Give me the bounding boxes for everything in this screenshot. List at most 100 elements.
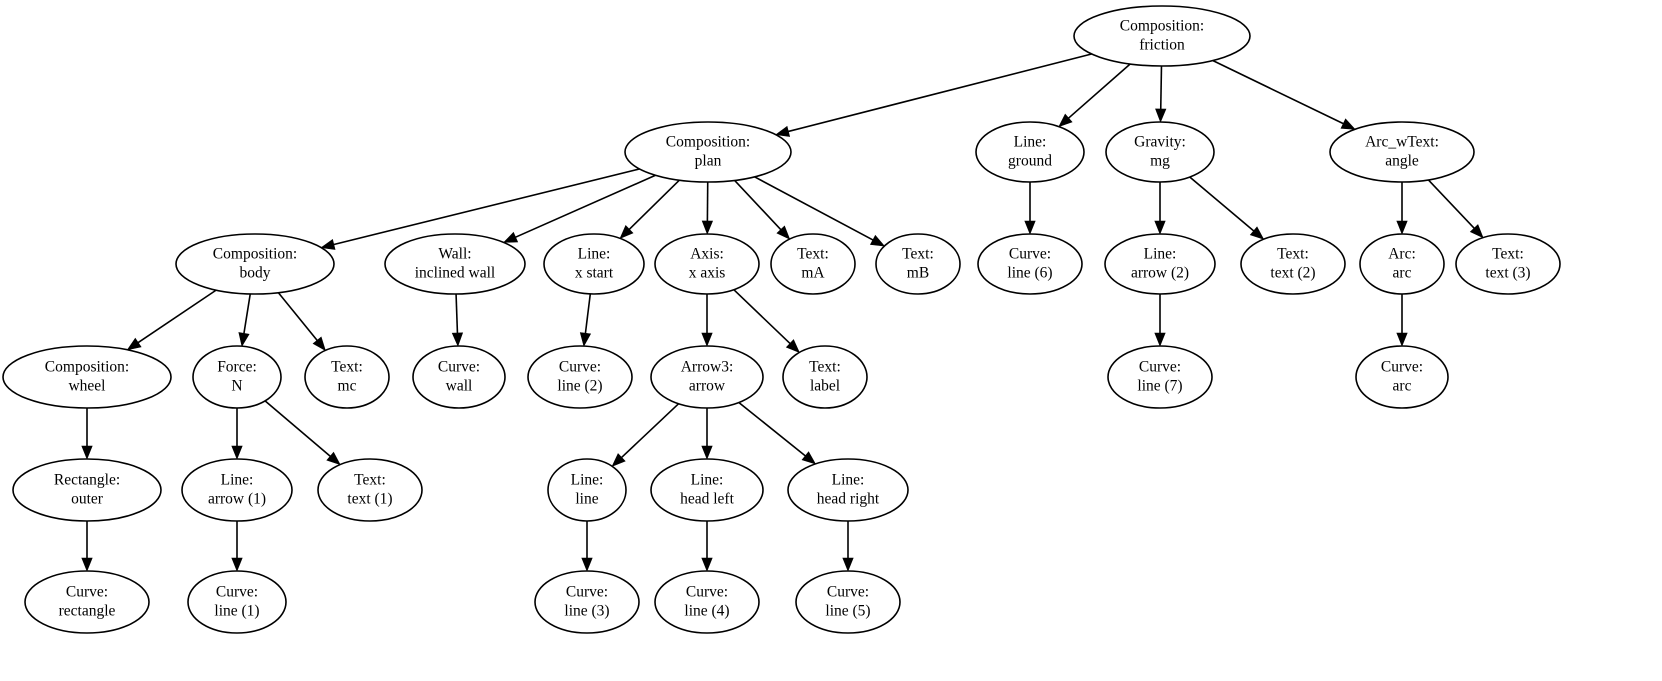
graph-node-N[interactable]: Force:N <box>192 345 282 409</box>
node-name-label-line2: line (2) <box>557 378 602 395</box>
arrow-head-icon <box>451 332 464 347</box>
node-type-label-N: Force: <box>217 359 257 376</box>
graph-node-mB[interactable]: Text:mB <box>875 233 961 295</box>
arrow-head-icon <box>326 451 341 466</box>
node-name-label-text1: text (1) <box>347 491 392 508</box>
graph-node-line3[interactable]: Curve:line (3) <box>534 570 640 634</box>
node-type-label-arrow1: Line: <box>221 472 254 489</box>
graph-node-wheel[interactable]: Composition:wheel <box>2 345 172 409</box>
arrow-head-icon <box>1154 332 1166 347</box>
node-ellipse-line6[interactable] <box>977 233 1083 295</box>
node-ellipse-line4[interactable] <box>654 570 760 634</box>
node-ellipse-mA[interactable] <box>770 233 856 295</box>
node-ellipse-x_start[interactable] <box>543 233 645 295</box>
node-ellipse-wall_curve[interactable] <box>412 345 506 409</box>
node-ellipse-arrow[interactable] <box>650 345 764 409</box>
node-name-label-label: label <box>810 378 840 395</box>
node-type-label-line1: Curve: <box>216 584 258 601</box>
graph-node-line_node[interactable]: Line:line <box>547 458 627 522</box>
graph-node-text1[interactable]: Text:text (1) <box>317 458 423 522</box>
node-ellipse-line2[interactable] <box>527 345 633 409</box>
graph-node-line1[interactable]: Curve:line (1) <box>187 570 287 634</box>
node-ellipse-text2[interactable] <box>1240 233 1346 295</box>
graph-node-arc_curve[interactable]: Curve:arc <box>1355 345 1449 409</box>
node-ellipse-label[interactable] <box>782 345 868 409</box>
edge-N-to-text1 <box>264 400 331 457</box>
graph-node-wall_curve[interactable]: Curve:wall <box>412 345 506 409</box>
graph-node-inclined_wall[interactable]: Wall:inclined wall <box>384 233 526 295</box>
node-ellipse-line_node[interactable] <box>547 458 627 522</box>
graph-node-mc[interactable]: Text:mc <box>304 345 390 409</box>
edge-plan-to-mA <box>734 179 782 231</box>
node-ellipse-inclined_wall[interactable] <box>384 233 526 295</box>
edge-inclined_wall-to-wall_curve <box>455 293 459 334</box>
node-type-label-line4: Curve: <box>686 584 728 601</box>
node-ellipse-line1[interactable] <box>187 570 287 634</box>
node-type-label-x_axis: Axis: <box>690 246 724 263</box>
node-ellipse-head_right[interactable] <box>787 458 909 522</box>
node-ellipse-angle[interactable] <box>1329 121 1475 183</box>
graph-node-line5[interactable]: Curve:line (5) <box>795 570 901 634</box>
graph-node-line4[interactable]: Curve:line (4) <box>654 570 760 634</box>
graph-node-head_right[interactable]: Line:head right <box>787 458 909 522</box>
graph-node-text2[interactable]: Text:text (2) <box>1240 233 1346 295</box>
node-ellipse-mB[interactable] <box>875 233 961 295</box>
node-type-label-ground: Line: <box>1014 134 1047 151</box>
node-name-label-text3: text (3) <box>1485 265 1530 282</box>
node-ellipse-mg[interactable] <box>1105 121 1215 183</box>
node-ellipse-N[interactable] <box>192 345 282 409</box>
graph-node-line7[interactable]: Curve:line (7) <box>1107 345 1213 409</box>
node-ellipse-arrow1[interactable] <box>181 458 293 522</box>
node-ellipse-head_left[interactable] <box>650 458 764 522</box>
graph-node-line6[interactable]: Curve:line (6) <box>977 233 1083 295</box>
node-name-label-arc_node: arc <box>1393 265 1412 282</box>
graph-node-arrow[interactable]: Arrow3:arrow <box>650 345 764 409</box>
graph-node-arc_node[interactable]: Arc:arc <box>1359 233 1445 295</box>
arrow-head-icon <box>1154 220 1166 235</box>
graph-node-arrow2[interactable]: Line:arrow (2) <box>1104 233 1216 295</box>
node-ellipse-line7[interactable] <box>1107 345 1213 409</box>
node-ellipse-arc_node[interactable] <box>1359 233 1445 295</box>
graph-node-body[interactable]: Composition:body <box>175 233 335 295</box>
node-type-label-arrow2: Line: <box>1144 246 1177 263</box>
node-ellipse-arrow2[interactable] <box>1104 233 1216 295</box>
arrow-head-icon <box>1469 224 1484 239</box>
arrow-head-icon <box>701 332 713 347</box>
graph-node-text3[interactable]: Text:text (3) <box>1455 233 1561 295</box>
node-ellipse-body[interactable] <box>175 233 335 295</box>
node-ellipse-ground[interactable] <box>975 121 1085 183</box>
node-ellipse-arc_curve[interactable] <box>1355 345 1449 409</box>
graph-node-ground[interactable]: Line:ground <box>975 121 1085 183</box>
graph-node-rectangle[interactable]: Curve:rectangle <box>24 570 150 634</box>
node-ellipse-outer[interactable] <box>12 458 162 522</box>
node-ellipse-rectangle[interactable] <box>24 570 150 634</box>
graph-node-plan[interactable]: Composition:plan <box>624 121 792 183</box>
graph-node-head_left[interactable]: Line:head left <box>650 458 764 522</box>
node-ellipse-text1[interactable] <box>317 458 423 522</box>
node-name-label-line5: line (5) <box>825 603 870 620</box>
arrow-head-icon <box>320 238 336 250</box>
graph-node-x_axis[interactable]: Axis:x axis <box>654 233 760 295</box>
graph-node-line2[interactable]: Curve:line (2) <box>527 345 633 409</box>
graph-node-angle[interactable]: Arc_wText:angle <box>1329 121 1475 183</box>
node-ellipse-mc[interactable] <box>304 345 390 409</box>
node-type-label-mA: Text: <box>797 246 829 263</box>
node-ellipse-line5[interactable] <box>795 570 901 634</box>
graph-node-x_start[interactable]: Line:x start <box>543 233 645 295</box>
graph-node-mA[interactable]: Text:mA <box>770 233 856 295</box>
node-ellipse-x_axis[interactable] <box>654 233 760 295</box>
node-ellipse-line3[interactable] <box>534 570 640 634</box>
graph-node-label[interactable]: Text: label <box>782 345 868 409</box>
node-ellipse-text3[interactable] <box>1455 233 1561 295</box>
node-ellipse-plan[interactable] <box>624 121 792 183</box>
graph-node-mg[interactable]: Gravity:mg <box>1105 121 1215 183</box>
node-name-label-wheel: wheel <box>68 378 105 395</box>
graph-node-outer[interactable]: Rectangle:outer <box>12 458 162 522</box>
graph-node-arrow1[interactable]: Line:arrow (1) <box>181 458 293 522</box>
node-type-label-label: Text: <box>809 359 841 376</box>
arrow-head-icon <box>581 557 593 572</box>
graph-node-friction[interactable]: Composition:friction <box>1073 5 1251 67</box>
node-ellipse-friction[interactable] <box>1073 5 1251 67</box>
node-ellipse-wheel[interactable] <box>2 345 172 409</box>
